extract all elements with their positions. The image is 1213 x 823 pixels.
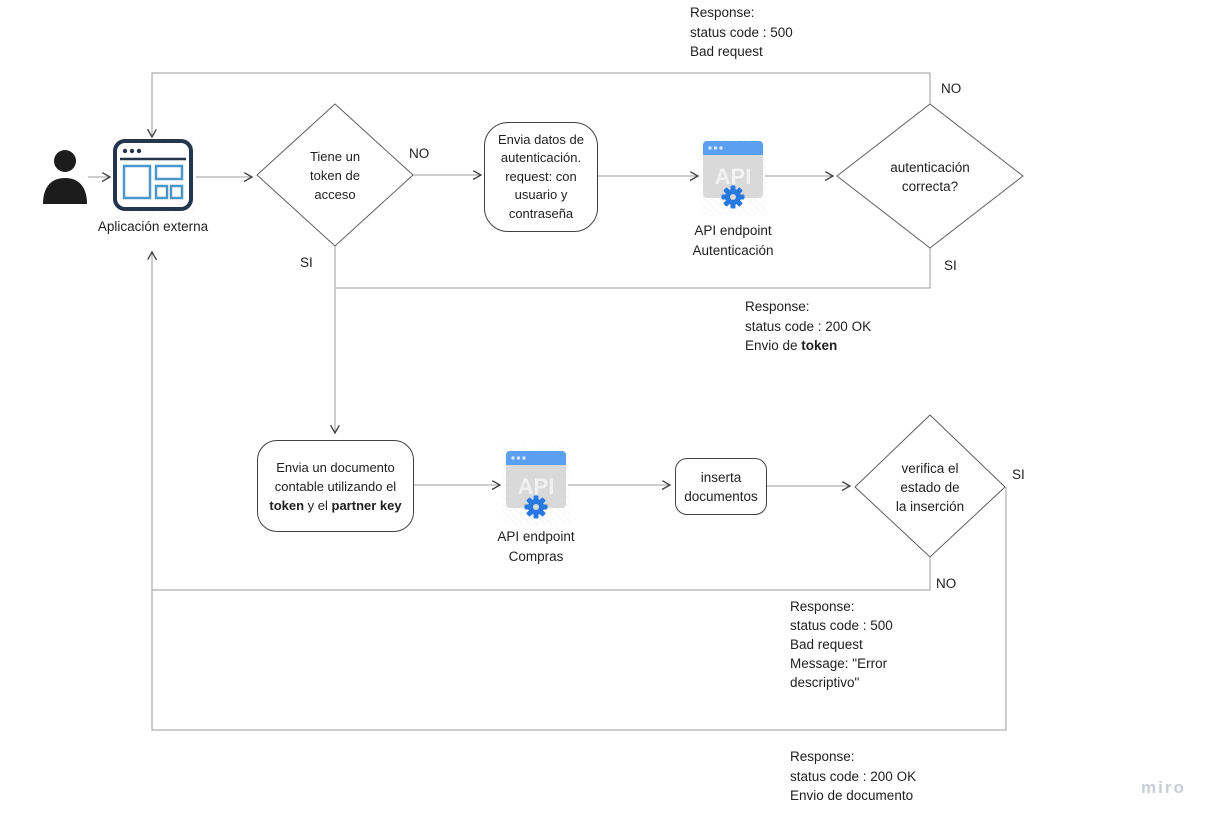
decision-token-text[interactable]: Tiene un token de acceso [309,148,361,202]
process-doc-line1: Envia un documento [276,459,395,475]
edge-label-auth-no: NO [941,81,962,96]
decision-verify-shape[interactable] [854,414,1006,558]
annotation-insert-ok[interactable]: Response: status code : 200 OK Envio de … [790,749,917,803]
edge-label-token-no: NO [409,146,430,161]
api-auth-label[interactable]: API endpoint Autenticación [692,223,774,258]
edge-verify-no-loop [152,557,931,591]
api-purchases-icon[interactable]: API [504,449,568,523]
decision-verify-text[interactable]: verifica el estado de la inserción [895,460,965,514]
edge-label-verify-si: SI [1012,467,1025,482]
external-app-icon[interactable] [112,138,194,214]
edge-label-verify-no: NO [936,576,957,591]
decision-token-shape[interactable] [256,103,414,247]
decision-auth-text[interactable]: autenticación correcta? [890,159,970,195]
process-doc-line3: token y el partner key [269,497,402,513]
api-auth-icon[interactable]: API [701,139,765,213]
process-insert-box[interactable]: inserta documentos [675,458,767,515]
decision-auth-shape[interactable] [836,103,1024,249]
process-doc-line2: contable utilizando el [274,478,397,494]
process-auth-box[interactable]: Envia datos de autenticación. request: c… [484,122,598,232]
api-icon-text: API [715,164,752,189]
edge-label-token-si: SI [300,255,313,270]
person-icon[interactable] [42,150,88,204]
process-insert-text: inserta documentos [684,469,758,504]
process-doc-box[interactable]: Envia un documento contable utilizando e… [257,440,414,532]
api-purchases-label[interactable]: API endpoint Compras [497,529,575,564]
annotation-insert-error[interactable]: Response: status code : 500 Bad request … [790,599,893,690]
external-app-label[interactable]: Aplicación externa [97,219,209,234]
miro-watermark: miro [1141,778,1186,797]
edge-auth-no-loop [152,72,931,137]
edge-verify-si-loop [151,487,1007,731]
edge-auth-si [336,248,931,289]
annotation-auth-error[interactable]: Response: status code : 500 Bad request [690,5,793,59]
api-icon-text: API [518,474,555,499]
annotation-auth-ok[interactable]: Response: status code : 200 OK Envio de … [745,299,872,353]
process-auth-text: Envia datos de autenticación. request: c… [497,131,584,221]
edge-label-auth-si: SI [944,258,957,273]
